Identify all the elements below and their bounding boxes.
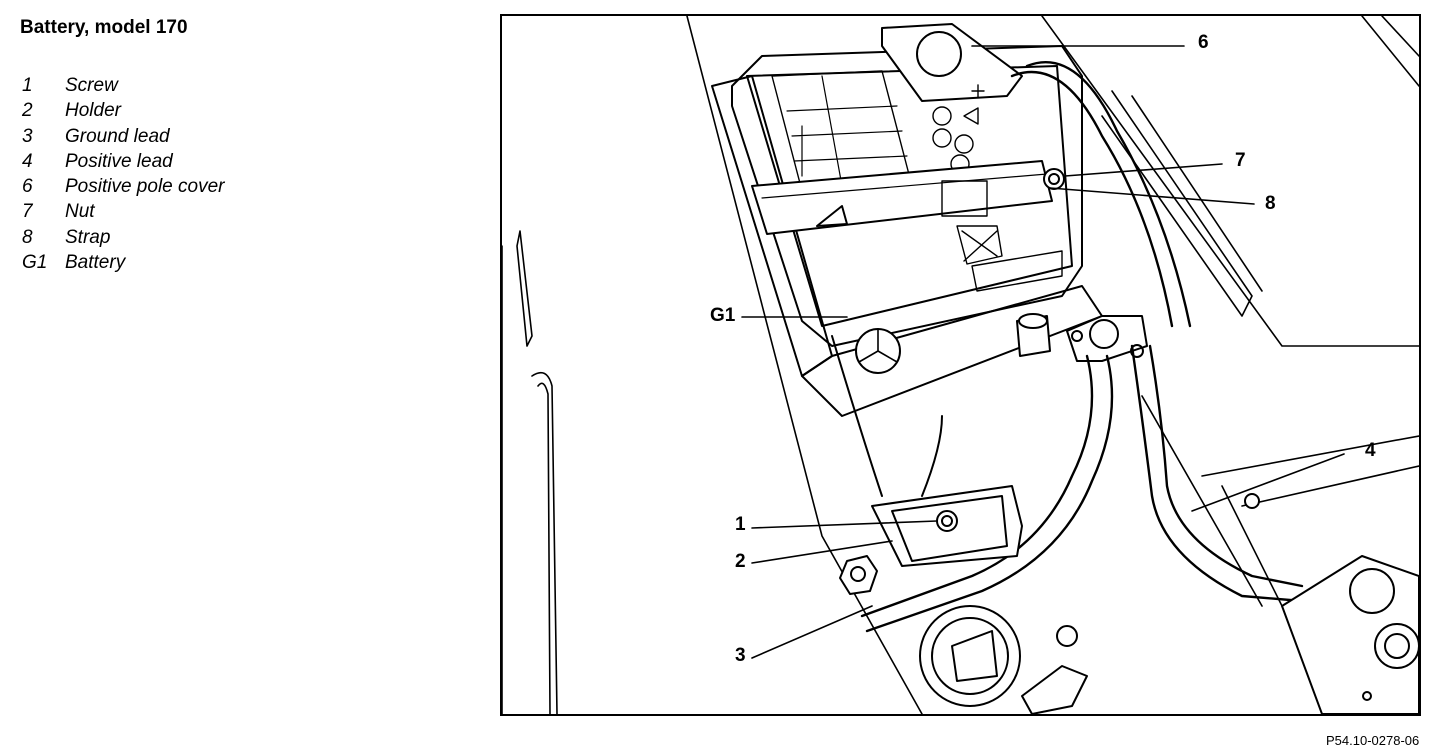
ground-lead-cable — [860, 354, 1114, 633]
callout-4: 4 — [1365, 440, 1376, 461]
legend-item: 1 Screw — [22, 73, 224, 98]
callout-g1: G1 — [710, 305, 736, 326]
negative-terminal — [1016, 313, 1051, 357]
legend-label: Positive pole cover — [65, 176, 225, 198]
legend-item: G1 Battery — [22, 250, 224, 275]
page-title: Battery, model 170 — [20, 17, 188, 38]
legend-item: 4 Positive lead — [22, 149, 224, 174]
legend-item: 8 Strap — [22, 225, 224, 250]
legend-number: G1 — [22, 252, 48, 274]
legend-number: 1 — [22, 75, 33, 96]
legend-label: Holder — [65, 100, 121, 122]
legend-label: Strap — [65, 226, 111, 248]
callout-7: 7 — [1235, 150, 1246, 171]
legend-label: Positive lead — [65, 150, 173, 172]
legend-item: 2 Holder — [22, 98, 224, 123]
battery-holder — [831, 335, 1023, 567]
mounting-bolt — [839, 555, 878, 595]
parts-legend: 1 Screw 2 Holder 3 Ground lead 4 Positiv… — [22, 73, 224, 275]
legend-number: 4 — [22, 150, 33, 172]
legend-number: 2 — [22, 100, 33, 122]
legend-label: Screw — [65, 75, 118, 96]
callout-3: 3 — [735, 645, 746, 666]
callout-6: 6 — [1198, 32, 1209, 53]
fuse-box — [1281, 555, 1419, 714]
positive-pole-cover — [881, 23, 1023, 102]
legend-item: 6 Positive pole cover — [22, 174, 224, 199]
callout-2: 2 — [735, 551, 746, 572]
ground-stud — [1244, 493, 1260, 509]
mercedes-logo — [855, 328, 901, 374]
callout-1: 1 — [735, 514, 746, 535]
strap-nut — [1043, 168, 1065, 190]
legend-label: Nut — [65, 201, 95, 223]
battery-illustration — [500, 14, 1421, 716]
legend-number: 6 — [22, 176, 33, 198]
legend-item: 3 Ground lead — [22, 124, 224, 149]
figure-reference: P54.10-0278-06 — [1326, 733, 1420, 748]
battery-label-area — [941, 180, 1063, 292]
callout-8: 8 — [1265, 193, 1276, 214]
legend-label: Ground lead — [65, 125, 170, 147]
battery-strap — [751, 160, 1053, 235]
positive-clamp — [1066, 315, 1148, 362]
legend-number: 8 — [22, 226, 33, 248]
legend-label: Battery — [65, 252, 126, 274]
terminal-markings — [932, 84, 985, 174]
callout-leaders — [741, 45, 1345, 659]
positive-lead-cable — [1010, 61, 1304, 603]
legend-item: 7 Nut — [22, 199, 224, 224]
legend-number: 7 — [22, 201, 33, 223]
legend-number: 3 — [22, 125, 33, 147]
holder-screw — [936, 510, 958, 532]
filler-cap — [919, 605, 1088, 714]
